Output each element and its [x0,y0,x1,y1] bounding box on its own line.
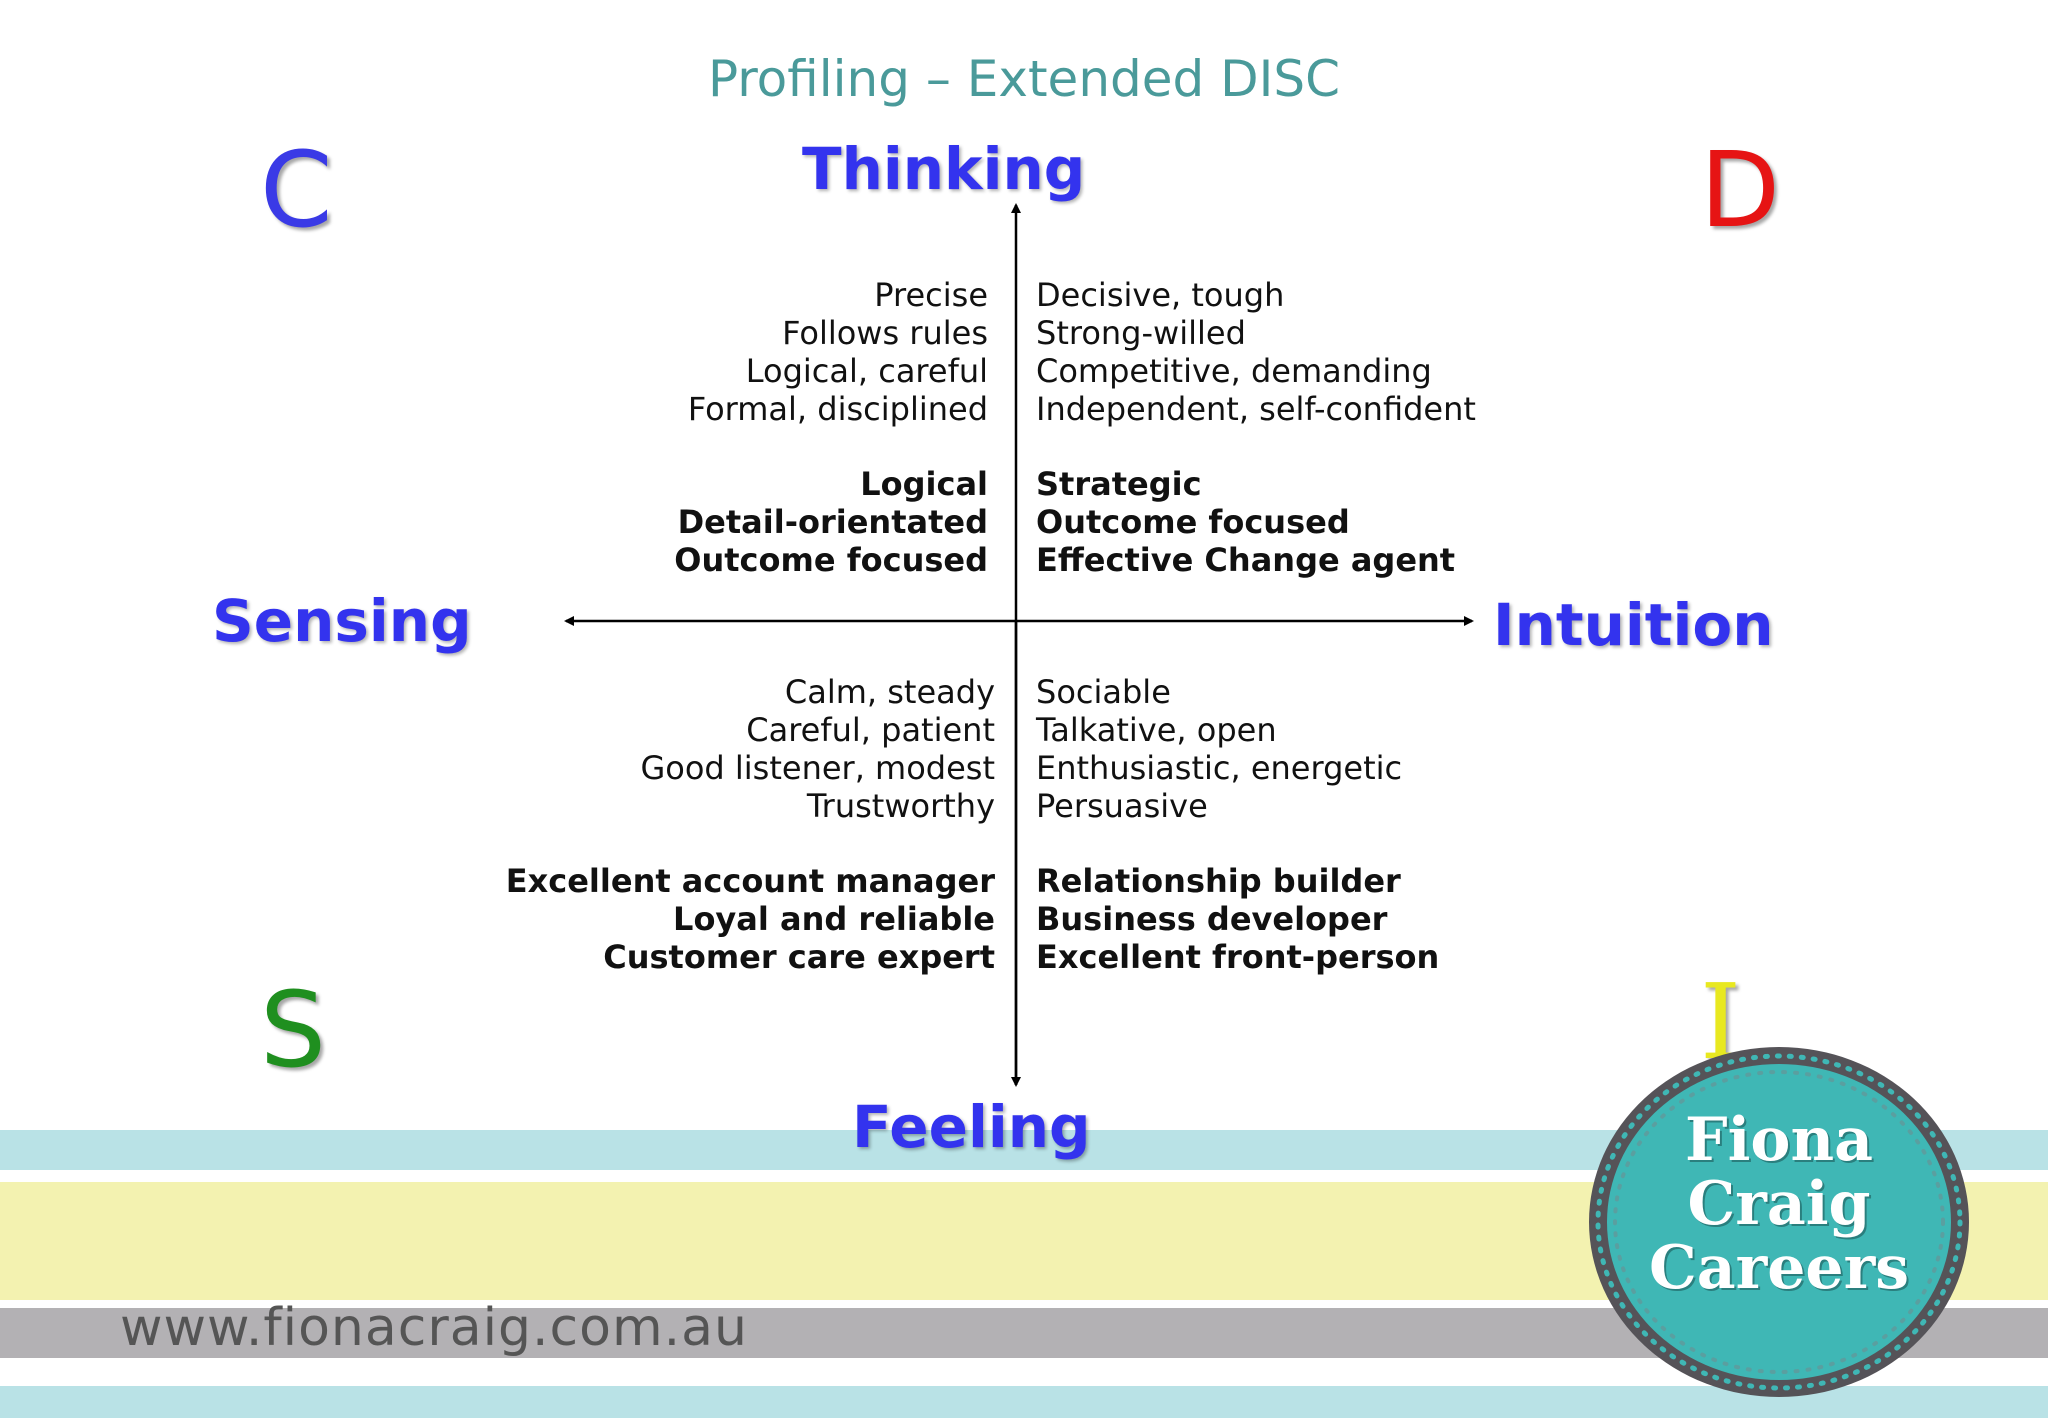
trait-item: Follows rules [782,314,988,352]
trait-item: Logical, careful [745,352,988,390]
quadrant-s-traits: Calm, steady Careful, patient Good liste… [640,673,995,825]
strength-item: Loyal and reliable [673,900,995,938]
trait-item: Sociable [1036,673,1171,711]
quadrant-d-strengths: Strategic Outcome focused Effective Chan… [1036,465,1455,579]
logo-line-3: Careers [1649,1233,1909,1303]
strength-item: Logical [860,465,988,503]
strength-item: Detail-orientated [677,503,988,541]
quadrant-i-traits: Sociable Talkative, open Enthusiastic, e… [1036,673,1402,825]
axis-label-sensing: Sensing [212,587,472,655]
trait-item: Good listener, modest [640,749,995,787]
strength-item: Customer care expert [603,938,995,976]
axis-label-feeling: Feeling [852,1093,1091,1161]
logo-line-1: Fiona [1685,1105,1873,1175]
corner-letter-d: D [1700,129,1781,251]
strength-item: Effective Change agent [1036,541,1456,579]
corner-letter-c: C [260,129,333,251]
strength-item: Strategic [1036,465,1202,503]
trait-item: Persuasive [1036,787,1208,825]
strength-item: Relationship builder [1036,862,1401,900]
trait-item: Independent, self-confident [1036,390,1476,428]
axis-label-thinking: Thinking [802,135,1086,203]
strength-item: Business developer [1036,900,1388,938]
logo-line-2: Craig [1687,1169,1871,1239]
page-title: Profiling – Extended DISC [707,50,1341,108]
strength-item: Outcome focused [674,541,988,579]
trait-item: Enthusiastic, energetic [1036,749,1403,787]
trait-item: Trustworthy [806,787,995,825]
corner-letter-s: S [260,969,327,1091]
trait-item: Careful, patient [746,711,995,749]
trait-item: Formal, disciplined [687,390,988,428]
logo-badge: Fiona Craig Careers [1588,1046,1970,1398]
quadrant-s-strengths: Excellent account manager Loyal and reli… [506,862,995,976]
band-blue-bottom [0,1386,2048,1418]
quadrant-i-strengths: Relationship builder Business developer … [1036,862,1439,976]
logo-circle [1589,1047,1969,1397]
trait-item: Decisive, tough [1036,276,1285,314]
trait-item: Competitive, demanding [1036,352,1432,390]
trait-item: Talkative, open [1036,711,1277,749]
quadrant-c-strengths: Logical Detail-orientated Outcome focuse… [674,465,988,579]
trait-item: Strong-willed [1036,314,1246,352]
trait-item: Calm, steady [784,673,995,711]
axis-label-intuition: Intuition [1493,591,1774,659]
footer-url: www.fionacraig.com.au [120,1298,748,1358]
quadrant-c-traits: Precise Follows rules Logical, careful F… [688,276,988,428]
strength-item: Outcome focused [1036,503,1350,541]
strength-item: Excellent front-person [1036,938,1440,976]
trait-item: Precise [874,276,988,314]
quadrant-d-traits: Decisive, tough Strong-willed Competitiv… [1036,276,1476,428]
strength-item: Excellent account manager [505,862,995,900]
